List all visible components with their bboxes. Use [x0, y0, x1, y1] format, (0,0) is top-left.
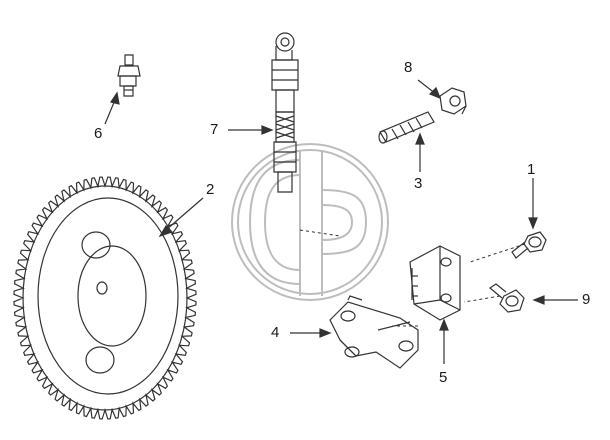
cp-logo-watermark-icon	[231, 143, 389, 301]
arrow-5-head	[439, 318, 449, 331]
fitting-part	[118, 55, 140, 96]
arrow-2-head	[158, 225, 174, 238]
arrow-1-head	[528, 217, 538, 230]
callout-6: 6	[94, 125, 103, 142]
stud-part	[379, 112, 434, 143]
callout-arrows	[104, 79, 578, 364]
clamp-part	[330, 296, 418, 368]
bolt-part-2	[490, 284, 524, 312]
arrow-6	[104, 99, 116, 125]
callout-2: 2	[206, 181, 215, 198]
callout-9: 9	[582, 291, 591, 308]
callout-3: 3	[414, 175, 423, 192]
bolt-part	[512, 232, 546, 258]
callout-1: 1	[527, 161, 536, 178]
hose-part	[272, 33, 298, 192]
callout-8: 8	[404, 59, 413, 76]
leader-lines	[299, 229, 526, 327]
arrow-6-head	[110, 91, 120, 105]
arrow-4-head	[319, 328, 332, 338]
arrow-2	[165, 197, 204, 231]
arrow-9-head	[532, 295, 545, 305]
callout-5: 5	[439, 369, 448, 386]
callout-7: 7	[210, 121, 219, 138]
gear-part	[14, 177, 196, 419]
bracket-part	[410, 246, 460, 320]
nut-part	[440, 88, 466, 114]
callout-4: 4	[271, 324, 280, 341]
arrow-3-head	[415, 132, 425, 145]
arrow-7-head	[261, 125, 274, 135]
arrow-8-head	[428, 86, 442, 100]
gear-teeth-outline	[14, 177, 196, 419]
